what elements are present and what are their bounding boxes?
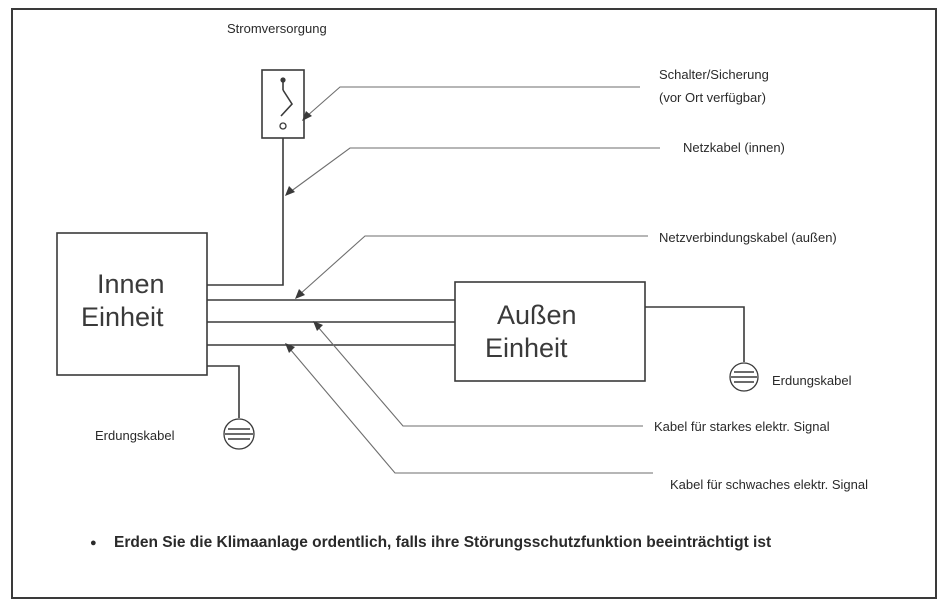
indoor-ground-icon — [223, 418, 255, 450]
connection-cable-leader — [298, 235, 648, 296]
strong-signal-cable-label: Kabel für starkes elektr. Signal — [654, 419, 830, 434]
outdoor-ground-label: Erdungskabel — [772, 373, 852, 388]
note-bullet: ● — [90, 537, 97, 549]
outdoor-unit-label-line2: Einheit — [485, 333, 568, 363]
weak-signal-leader — [289, 348, 653, 474]
switch-fuse-leader — [306, 86, 640, 117]
power-cable-leader — [289, 147, 660, 193]
indoor-power-cable — [207, 138, 284, 286]
outdoor-unit-label-line1: Außen — [497, 300, 577, 330]
indoor-unit: Innen Einheit — [56, 232, 208, 376]
outdoor-unit: Außen Einheit — [454, 281, 646, 382]
indoor-ground-label: Erdungskabel — [95, 428, 175, 443]
strong-signal-leader — [317, 326, 643, 427]
indoor-unit-label-line2: Einheit — [81, 302, 164, 332]
switch-fuse-label-line1: Schalter/Sicherung — [659, 67, 769, 82]
connection-cable-outdoor-label: Netzverbindungskabel (außen) — [659, 230, 837, 245]
diagram-frame — [11, 8, 937, 599]
outdoor-ground-cable — [645, 306, 745, 362]
switch-fuse-label-line2: (vor Ort verfügbar) — [659, 90, 766, 105]
indoor-ground-cable — [207, 365, 240, 418]
power-cable-indoor-label: Netzkabel (innen) — [683, 140, 785, 155]
power-supply-label: Stromversorgung — [227, 21, 327, 36]
outdoor-ground-icon — [729, 362, 759, 392]
weak-signal-cable-label: Kabel für schwaches elektr. Signal — [670, 477, 868, 492]
grounding-note: Erden Sie die Klimaanlage ordentlich, fa… — [114, 534, 771, 551]
switch-fuse-box — [261, 69, 305, 139]
indoor-unit-label-line1: Innen — [97, 269, 165, 299]
